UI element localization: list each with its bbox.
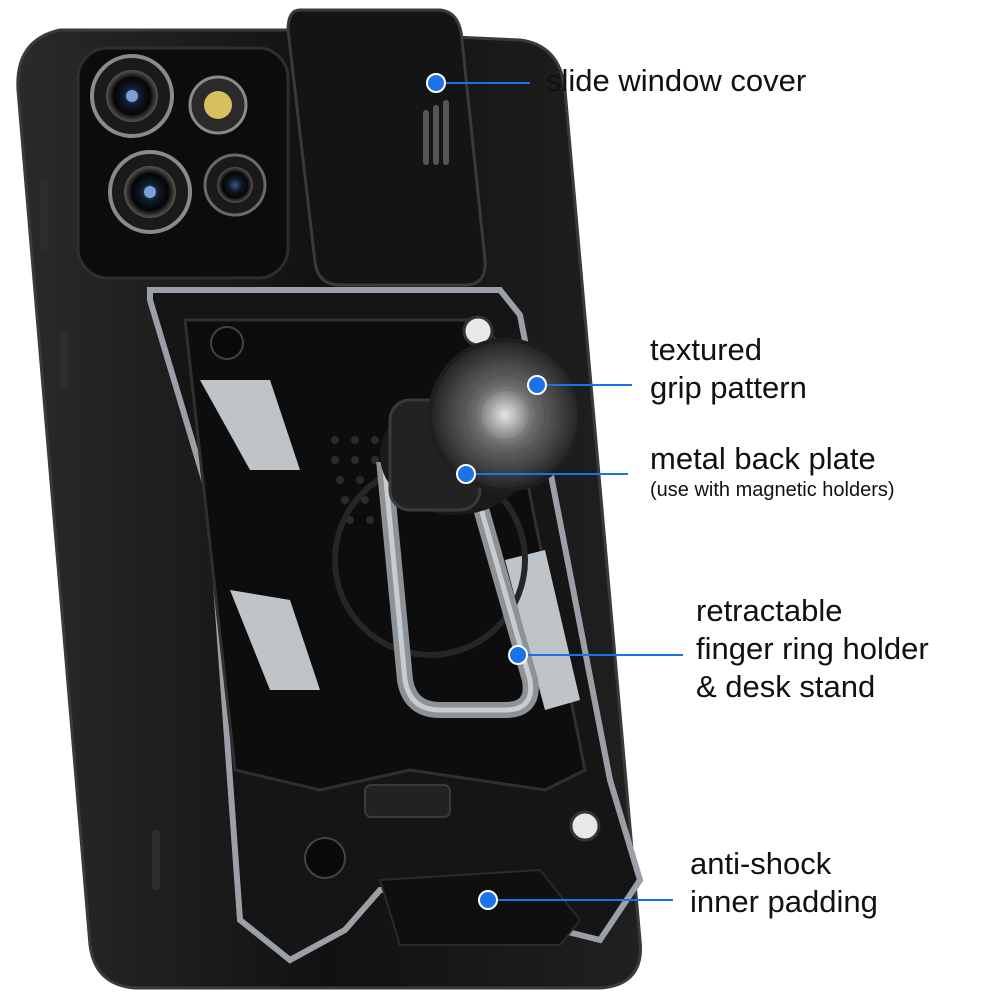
slide-cover-icon [286, 8, 487, 287]
callout-lines [436, 82, 683, 901]
label-line: retractable [696, 593, 843, 628]
label-line: grip pattern [650, 370, 807, 405]
label-anti-shock: anti-shock inner padding [690, 845, 878, 921]
label-line: textured [650, 332, 763, 367]
label-line: inner padding [690, 884, 878, 919]
label-slide-window-cover: slide window cover [546, 62, 806, 100]
camera-lens-icon [90, 54, 267, 234]
label-line: finger ring holder [696, 631, 929, 666]
callout-dot-icon [426, 73, 547, 910]
label-line: metal back plate [650, 441, 876, 476]
label-ring-holder: retractable finger ring holder & desk st… [696, 592, 929, 706]
label-metal-back-plate: metal back plate (use with magnetic hold… [650, 440, 895, 502]
label-line: & desk stand [696, 669, 876, 704]
finger-ring-icon [376, 462, 539, 718]
label-subline: (use with magnetic holders) [650, 479, 895, 501]
label-line: slide window cover [546, 63, 807, 98]
label-line: anti-shock [690, 846, 832, 881]
label-textured-grip: textured grip pattern [650, 331, 807, 407]
camera-module [76, 46, 290, 280]
